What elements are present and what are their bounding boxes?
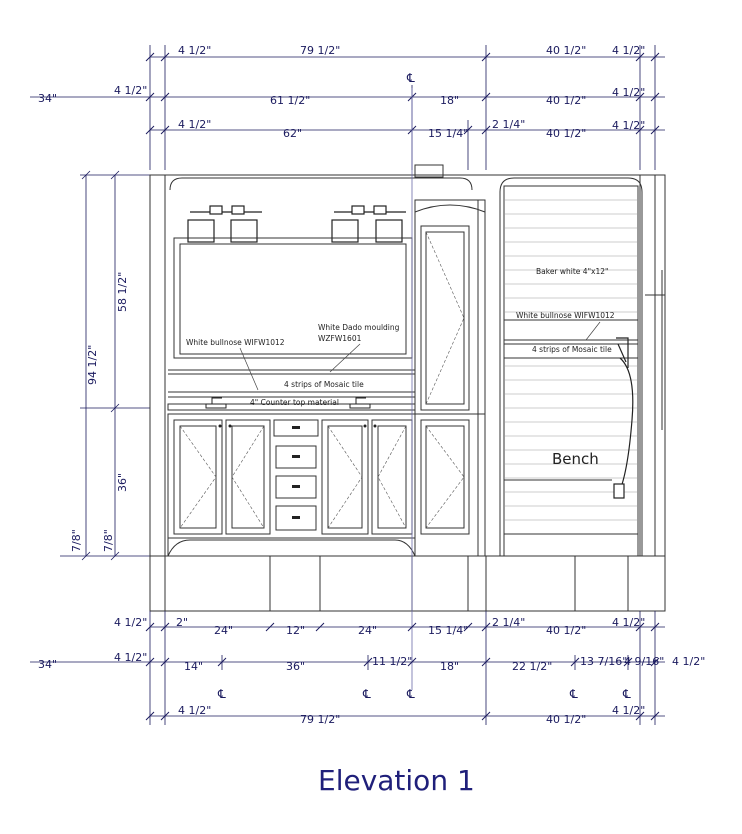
dim-top3-d: 2 1/4" xyxy=(492,118,525,131)
dim-bot2-i: 4 9/16" xyxy=(624,655,664,668)
dim-bot1-c: 24" xyxy=(214,624,233,637)
dim-top3-e: 40 1/2" xyxy=(546,127,586,140)
dim-top3-a: 4 1/2" xyxy=(178,118,211,131)
light-fixture-right xyxy=(331,205,406,243)
shower-fixture xyxy=(613,337,634,499)
vanity-hardware xyxy=(218,424,377,519)
dim-bot2-f: 18" xyxy=(440,660,459,673)
dim-bot2-e: 11 1/2" xyxy=(372,655,412,668)
shower-mosaic-band xyxy=(504,319,638,359)
dim-top2-d: 18" xyxy=(440,94,459,107)
linen-tower xyxy=(414,199,486,557)
light-fixture-left xyxy=(187,205,262,243)
left-dimension-lines xyxy=(60,170,150,561)
note-bench: Bench xyxy=(552,450,599,468)
note-vanity-bullnose: White bullnose WIFW1012 xyxy=(186,338,285,347)
shower-subway-tile xyxy=(504,199,638,521)
dim-bot2-b: 4 1/2" xyxy=(114,651,147,664)
note-vanity-mosaic: 4 strips of Mosaic tile xyxy=(284,380,364,389)
note-subway-tile: Baker white 4"x12" xyxy=(536,267,608,276)
top-dimension-lines xyxy=(30,45,665,170)
right-wall xyxy=(645,174,666,557)
dim-bot1-f: 15 1/4" xyxy=(428,624,468,637)
vanity-cabinet xyxy=(167,413,416,557)
dim-bot1-g: 2 1/4" xyxy=(492,616,525,629)
dim-top2-b: 4 1/2" xyxy=(114,84,147,97)
leader-lines xyxy=(239,321,601,391)
note-dado-2: WZFW1601 xyxy=(318,334,362,343)
dim-bot1-i: 4 1/2" xyxy=(612,616,645,629)
dim-top2-f: 4 1/2" xyxy=(612,86,645,99)
dim-top3-b: 62" xyxy=(283,127,302,140)
bottom-dimension-lines xyxy=(30,611,665,725)
linen-tower-diagonals xyxy=(425,231,465,529)
dim-left-overall: 94 1/2" xyxy=(86,345,99,385)
dim-bot2-d: 36" xyxy=(286,660,305,673)
centerline-symbol-top: ℄ xyxy=(406,71,415,85)
bottom-dimension-ticks xyxy=(145,622,660,721)
dim-bot1-b: 2" xyxy=(176,616,188,629)
dim-left-small-b: 7/8" xyxy=(102,529,115,552)
dim-top1-d: 4 1/2" xyxy=(612,44,645,57)
dim-bot3-d: 4 1/2" xyxy=(612,704,645,717)
dim-bot2-c: 14" xyxy=(184,660,203,673)
dim-bot1-h: 40 1/2" xyxy=(546,624,586,637)
dim-bot1-e: 24" xyxy=(358,624,377,637)
dim-top1-b: 79 1/2" xyxy=(300,44,340,57)
centerline-symbol-bottom-2: ℄ xyxy=(362,687,371,701)
dim-top2-e: 40 1/2" xyxy=(546,94,586,107)
note-dado-1: White Dado moulding xyxy=(318,323,400,332)
note-shower-mosaic: 4 strips of Mosaic tile xyxy=(532,345,612,354)
shower-bench xyxy=(503,479,639,557)
dim-bot3-b: 79 1/2" xyxy=(300,713,340,726)
dim-left-upper: 58 1/2" xyxy=(116,272,129,312)
shower-surround xyxy=(499,177,643,557)
dim-left-small-a: 7/8" xyxy=(70,529,83,552)
dim-left-lower: 36" xyxy=(116,473,129,492)
centerline-symbol-bottom-1: ℄ xyxy=(217,687,226,701)
note-shower-bullnose: White bullnose WIFW1012 xyxy=(516,311,615,320)
dim-top1-a: 4 1/2" xyxy=(178,44,211,57)
drawing-title: Elevation 1 xyxy=(318,764,475,797)
dim-bot3-c: 40 1/2" xyxy=(546,713,586,726)
dim-bot2-h: 13 7/16" xyxy=(580,655,627,668)
dim-top2-a: 34" xyxy=(38,92,57,105)
centerline-symbol-bottom-5: ℄ xyxy=(622,687,631,701)
dim-bot1-d: 12" xyxy=(286,624,305,637)
dim-bot3-a: 4 1/2" xyxy=(178,704,211,717)
dim-top2-c: 61 1/2" xyxy=(270,94,310,107)
note-countertop: 4" Counter top material xyxy=(250,398,339,407)
vanity-door-diagonals xyxy=(179,425,407,529)
dim-bot1-a: 4 1/2" xyxy=(114,616,147,629)
dim-top3-c: 15 1/4" xyxy=(428,127,468,140)
dim-bot2-j: 4 1/2" xyxy=(672,655,705,668)
faucets xyxy=(205,397,371,409)
vanity-alcove xyxy=(169,164,473,191)
room-walls xyxy=(149,174,666,612)
centerline-symbol-bottom-4: ℄ xyxy=(569,687,578,701)
centerline-symbol-bottom-3: ℄ xyxy=(406,687,415,701)
dim-bot2-g: 22 1/2" xyxy=(512,660,552,673)
dim-bot2-a: 34" xyxy=(38,658,57,671)
dim-top3-f: 4 1/2" xyxy=(612,119,645,132)
dim-top1-c: 40 1/2" xyxy=(546,44,586,57)
